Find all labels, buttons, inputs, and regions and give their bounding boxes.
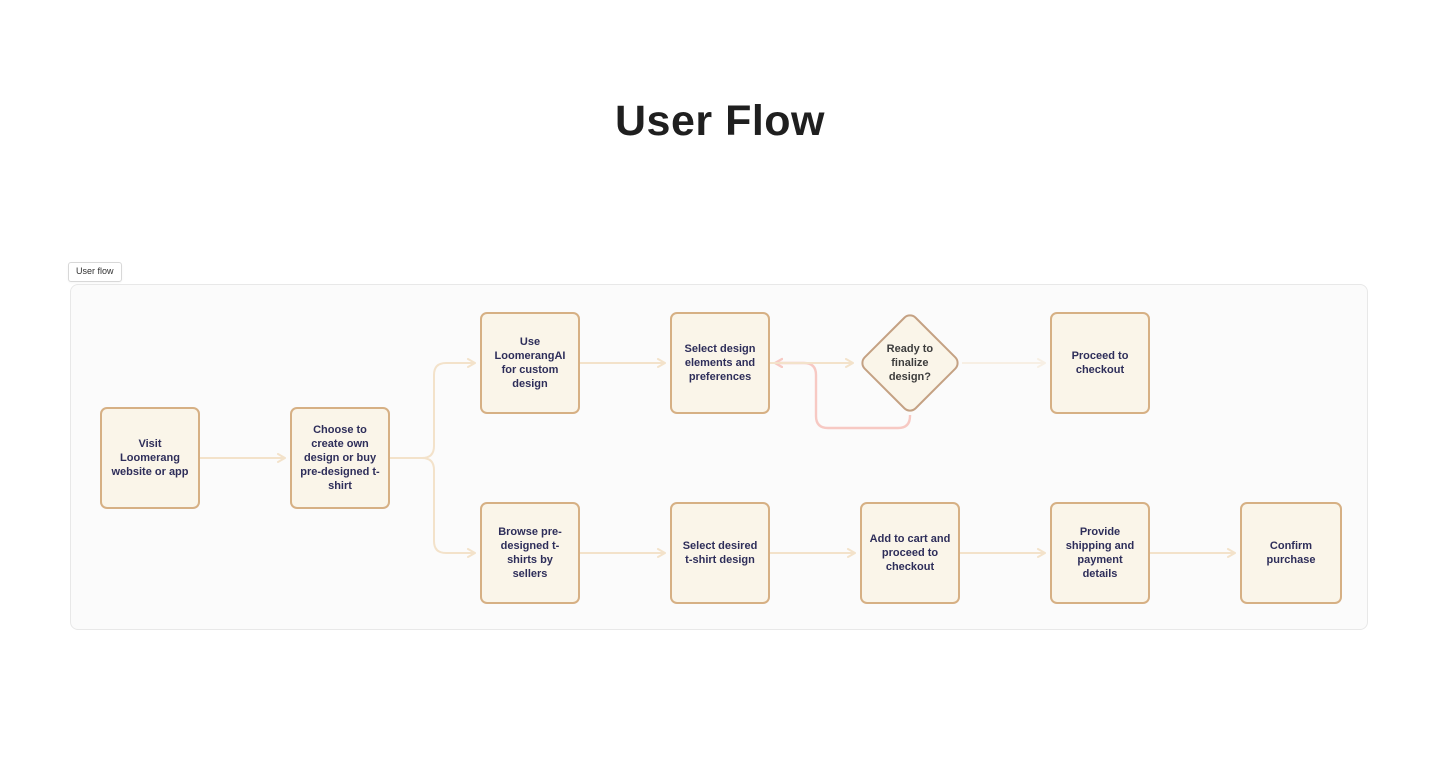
node-label: Browse pre-designed t-shirts by sellers (498, 525, 562, 581)
flow-node-use-ai[interactable]: Use LoomerangAI for custom design (480, 312, 580, 414)
node-label: Select design elements and preferences (684, 342, 756, 384)
node-label: Use LoomerangAI for custom design (494, 335, 566, 391)
page-title: User Flow (615, 97, 825, 145)
node-label: Provide shipping and payment details (1065, 525, 1135, 581)
node-label: Add to cart and proceed to checkout (869, 532, 951, 574)
flow-node-select-tshirt[interactable]: Select desired t-shirt design (670, 502, 770, 604)
node-label: Ready to finalize design? (886, 342, 934, 384)
frame-label[interactable]: User flow (68, 262, 122, 282)
flow-node-select-design[interactable]: Select design elements and preferences (670, 312, 770, 414)
flow-frame: Visit Loomerang website or app Choose to … (70, 284, 1368, 630)
flow-node-choose[interactable]: Choose to create own design or buy pre-d… (290, 407, 390, 509)
node-label: Choose to create own design or buy pre-d… (300, 423, 380, 493)
flow-node-shipping[interactable]: Provide shipping and payment details (1050, 502, 1150, 604)
flow-node-browse[interactable]: Browse pre-designed t-shirts by sellers (480, 502, 580, 604)
flow-node-proceed[interactable]: Proceed to checkout (1050, 312, 1150, 414)
flow-node-visit[interactable]: Visit Loomerang website or app (100, 407, 200, 509)
node-label: Confirm purchase (1266, 539, 1316, 566)
node-label: Visit Loomerang website or app (111, 437, 189, 479)
flow-node-add-cart[interactable]: Add to cart and proceed to checkout (860, 502, 960, 604)
flow-node-confirm[interactable]: Confirm purchase (1240, 502, 1342, 604)
edge-choose-to-use-ai (390, 358, 476, 459)
node-label: Select desired t-shirt design (682, 539, 758, 566)
edge-choose-to-browse (390, 457, 476, 558)
edge-decision-to-select-design-loop (775, 363, 912, 430)
node-label: Proceed to checkout (1071, 349, 1129, 376)
flow-edges (199, 285, 1236, 558)
